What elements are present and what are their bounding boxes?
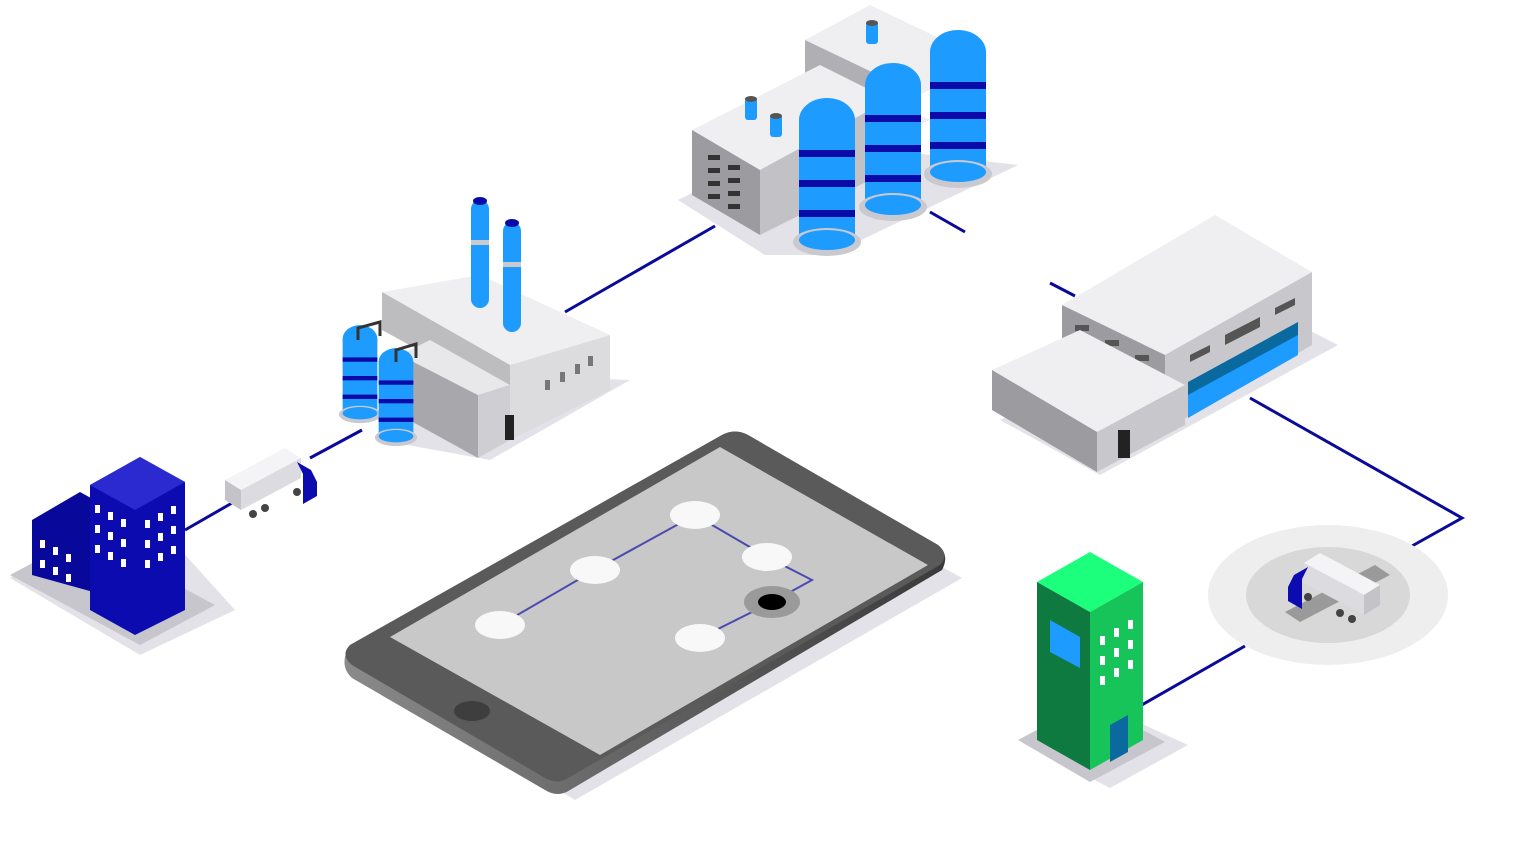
tablet-screen-network: [475, 501, 815, 652]
connection-lines: [184, 210, 1466, 708]
location-truck-icon: [1208, 525, 1448, 665]
tablet-icon: [344, 431, 962, 800]
office-building-icon: [10, 457, 235, 655]
storage-tank-plant-icon: [678, 5, 1018, 256]
warehouse-icon: [992, 215, 1338, 475]
truck-icon: [225, 448, 317, 518]
green-building-icon: [1018, 552, 1188, 788]
factory-icon: [338, 197, 630, 460]
